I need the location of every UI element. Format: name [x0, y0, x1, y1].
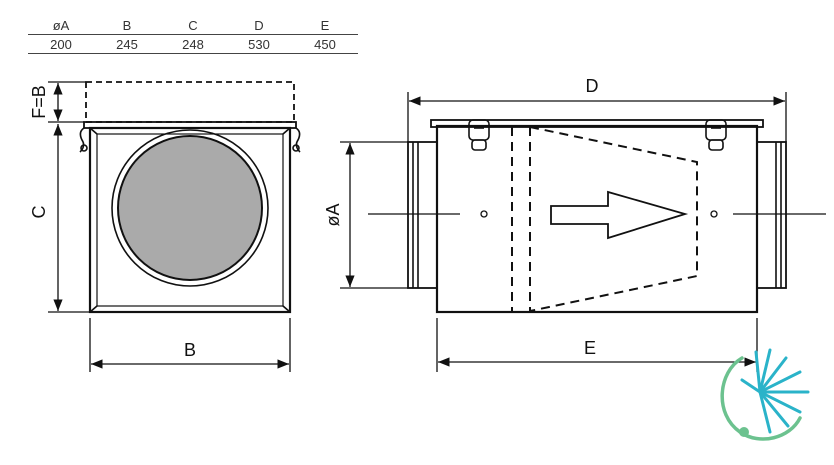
side-view-left-spigot: [407, 141, 438, 289]
side-view-lid: [430, 119, 764, 128]
dimension-table: øA B C D E 200 245 248 530 450: [28, 16, 358, 54]
side-view-right-spigot: [756, 141, 787, 289]
value-e: 450: [314, 36, 336, 52]
front-view-filter: [117, 135, 263, 281]
dimension-table-row: 200 245 248 530 450: [28, 35, 358, 54]
value-c: 248: [182, 36, 204, 52]
b-label: B: [184, 340, 196, 360]
filter-bag-outline: [529, 126, 698, 312]
fb-label: F=B: [29, 85, 49, 119]
value-oa: 200: [50, 36, 72, 52]
side-view-housing: [435, 124, 759, 314]
side-view-right-latch: [705, 119, 727, 151]
front-view-dimensions: [48, 81, 291, 372]
airflow-arrow-icon: [550, 190, 689, 240]
front-view: [79, 81, 301, 314]
header-d: D: [254, 17, 264, 33]
header-c: C: [188, 17, 198, 33]
front-view-collar-outer: [111, 129, 269, 287]
value-d: 530: [248, 36, 270, 52]
side-view: [368, 119, 826, 314]
dimension-table-header: øA B C D E: [28, 16, 358, 35]
side-view-left-latch: [468, 119, 490, 151]
front-view-lid-extension: [85, 81, 295, 123]
header-e: E: [320, 17, 330, 33]
front-view-right-latch: [295, 127, 301, 153]
a-label: øA: [323, 203, 343, 226]
front-view-inner-frame: [96, 133, 284, 307]
front-view-left-latch: [79, 127, 85, 153]
header-oa: øA: [52, 17, 70, 33]
c-label: C: [29, 206, 49, 219]
d-label: D: [586, 76, 599, 96]
header-b: B: [122, 17, 132, 33]
front-view-housing: [88, 126, 292, 314]
brand-logo-icon: [720, 348, 810, 441]
value-b: 245: [116, 36, 138, 52]
e-label: E: [584, 338, 596, 358]
